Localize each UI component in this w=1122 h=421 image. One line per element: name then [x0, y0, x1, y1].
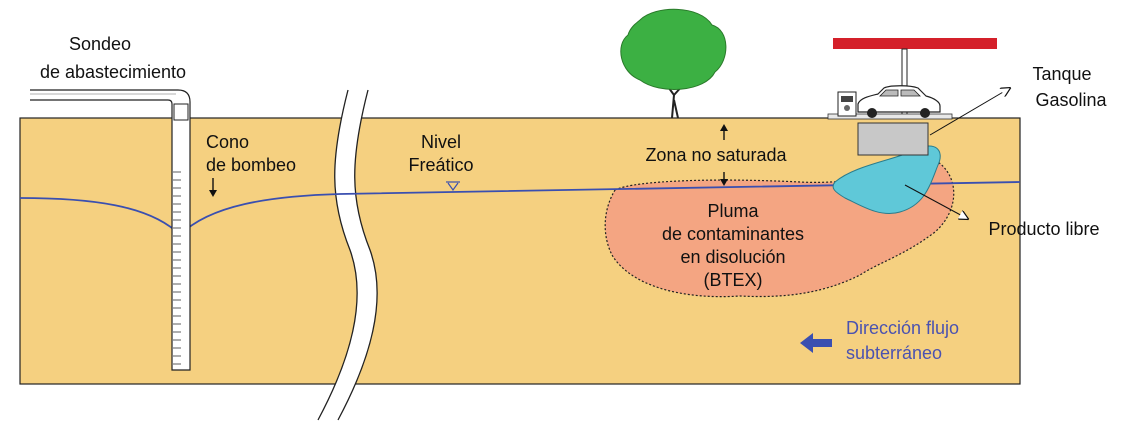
flow-label-line2: subterráneo	[846, 343, 942, 363]
water-table-symbol	[446, 181, 460, 192]
plume-label-line1: Pluma	[707, 201, 759, 221]
well-screen-ticks	[173, 171, 181, 365]
cone-label-line2: de bombeo	[206, 155, 296, 175]
plume-label-line2: de contaminantes	[662, 224, 804, 244]
left-arrow-icon	[800, 333, 832, 353]
plume-label-line3: en disolución	[680, 247, 785, 267]
well-label-line2: de abastecimiento	[40, 62, 186, 82]
tank-label-line2: Gasolina	[1035, 90, 1107, 110]
break-line-left	[317, 89, 358, 421]
plume-label-line4: (BTEX)	[703, 270, 762, 290]
break-line-right	[337, 89, 378, 421]
water-table-label-line1: Nivel	[421, 132, 461, 152]
car-icon	[857, 85, 941, 118]
tank-label-line1: Tanque	[1032, 64, 1091, 84]
free-product-lens	[832, 145, 941, 214]
tree-icon	[620, 8, 727, 119]
tank-leader-arrow	[929, 88, 1010, 136]
supply-well	[30, 89, 191, 371]
flow-label-line1: Dirección flujo	[846, 318, 959, 338]
free-product-leader-arrow	[904, 184, 968, 219]
cone-arrow	[209, 178, 217, 197]
section-break	[318, 90, 378, 420]
well-label-line1: Sondeo	[69, 34, 131, 54]
fuel-pump-icon	[837, 91, 857, 117]
unsaturated-zone-arrows	[720, 124, 728, 186]
fuel-tank	[857, 122, 929, 156]
cone-label-line1: Cono	[206, 132, 249, 152]
unsaturated-zone-label: Zona no saturada	[645, 145, 787, 165]
gas-station	[827, 38, 997, 120]
water-table-label-line2: Freático	[408, 155, 473, 175]
free-product-label: Producto libre	[988, 219, 1099, 239]
